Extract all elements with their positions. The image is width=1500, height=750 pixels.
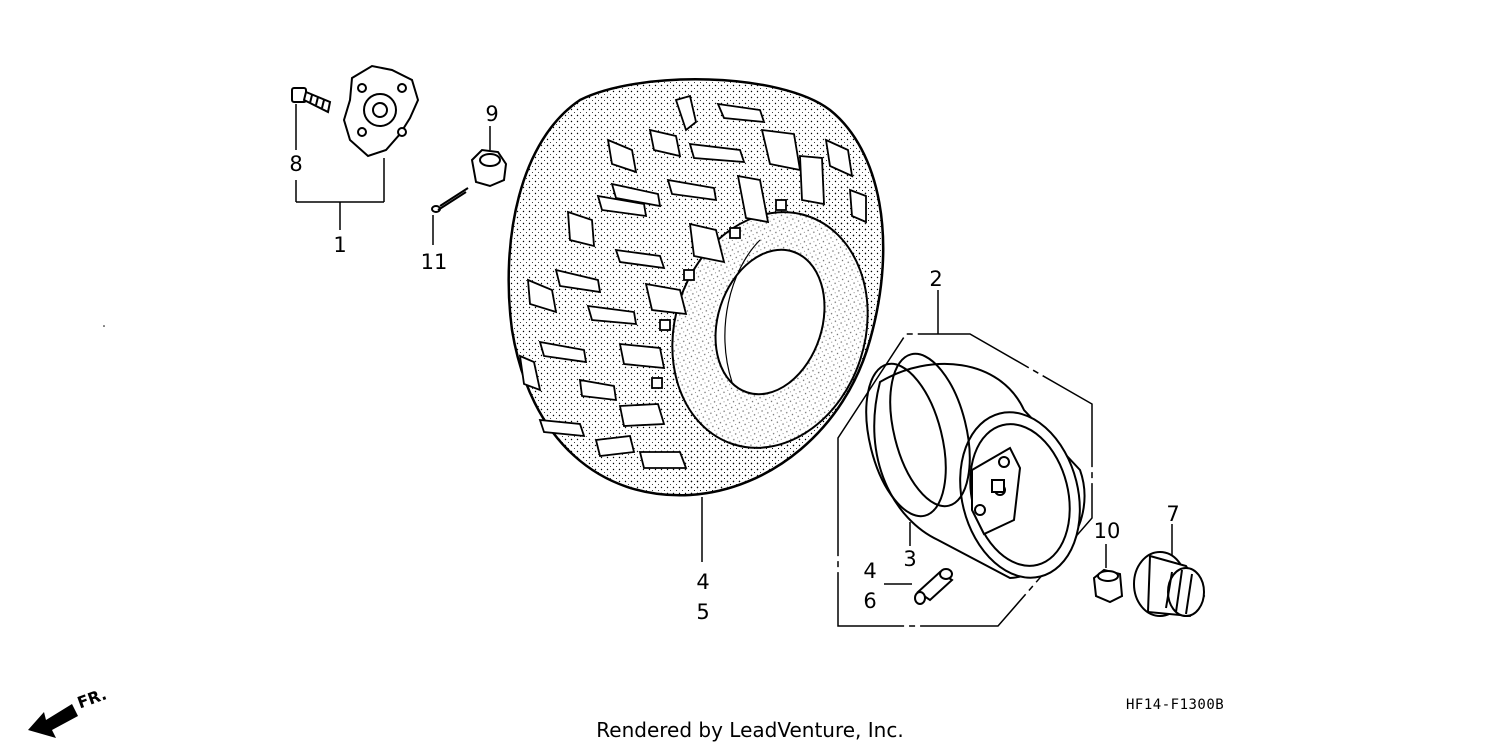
callout-7: 7 bbox=[1166, 502, 1180, 526]
render-credit: Rendered by LeadVenture, Inc. bbox=[596, 718, 904, 742]
callout-5: 5 bbox=[696, 600, 710, 624]
callout-10: 10 bbox=[1093, 519, 1121, 543]
cotter-pin bbox=[431, 187, 469, 213]
wheel-hub bbox=[342, 64, 420, 158]
hub-bolt bbox=[291, 87, 332, 114]
wheel-rim bbox=[865, 352, 1086, 580]
wheel-nut bbox=[1092, 568, 1124, 604]
tread-lugs bbox=[518, 94, 867, 469]
callout-1: 1 bbox=[333, 233, 347, 257]
callout-8: 8 bbox=[289, 152, 303, 176]
callout-2: 2 bbox=[929, 267, 943, 291]
callout-4-valve: 4 bbox=[863, 559, 877, 583]
callout-4-tire: 4 bbox=[696, 570, 710, 594]
front-direction-arrow-icon bbox=[28, 704, 78, 738]
tire-valve bbox=[914, 568, 954, 605]
tire bbox=[507, 78, 885, 497]
leader-lines-left bbox=[295, 104, 491, 245]
hub-cap bbox=[1133, 551, 1206, 618]
callout-11: 11 bbox=[420, 250, 448, 274]
stray-dot bbox=[103, 325, 105, 327]
castle-nut bbox=[470, 148, 508, 188]
callout-6: 6 bbox=[863, 589, 877, 613]
diagram-code: HF14-F1300B bbox=[1126, 697, 1225, 713]
leader-lines-rim bbox=[884, 522, 912, 585]
callout-3: 3 bbox=[903, 547, 917, 571]
callout-9: 9 bbox=[485, 102, 499, 126]
rim-group-bracket bbox=[837, 290, 1093, 627]
